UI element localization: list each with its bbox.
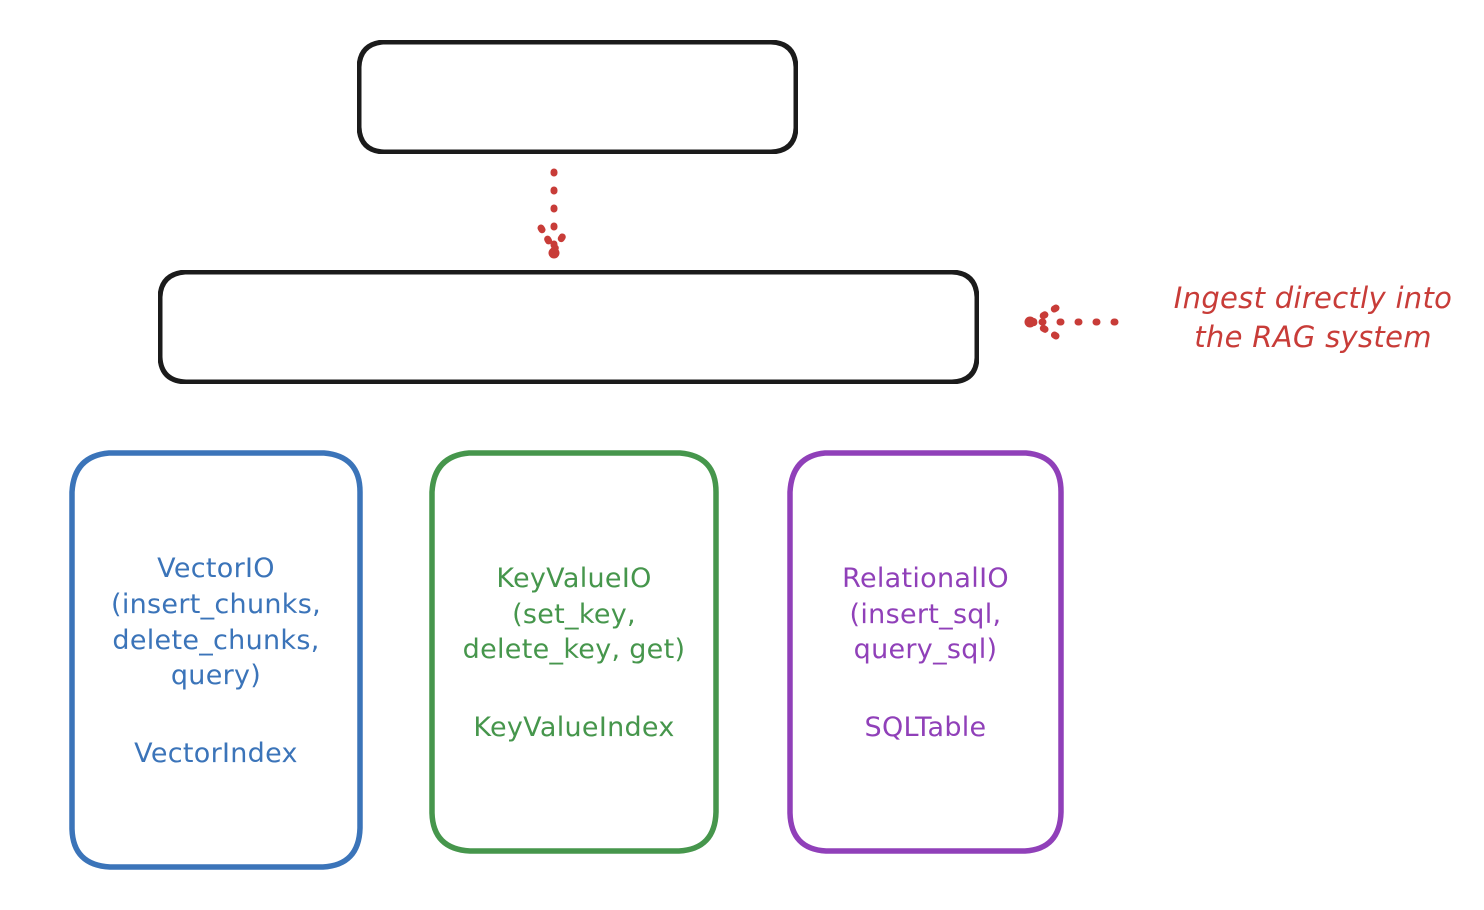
ingest-to-rag-tool-arrow bbox=[1024, 304, 1136, 340]
relational-io-content: RelationalIO (insert_sql, query_sql) SQL… bbox=[787, 561, 1064, 744]
node-vector-io[interactable]: VectorIO (insert_chunks, delete_chunks, … bbox=[69, 450, 363, 870]
key-value-io-content: KeyValueIO (set_key, delete_key, get) Ke… bbox=[429, 561, 719, 744]
node-relational-io[interactable]: RelationalIO (insert_sql, query_sql) SQL… bbox=[787, 450, 1064, 854]
relational-io-subtitle: SQLTable bbox=[864, 712, 987, 744]
rag-tool-label: RAG Tool bbox=[498, 308, 639, 345]
node-agent[interactable]: AGENT bbox=[357, 40, 798, 154]
agent-label: AGENT bbox=[519, 79, 636, 115]
node-rag-tool[interactable]: RAG Tool bbox=[158, 270, 979, 384]
vector-io-content: VectorIO (insert_chunks, delete_chunks, … bbox=[69, 551, 363, 770]
vector-io-title: VectorIO (insert_chunks, delete_chunks, … bbox=[111, 552, 321, 692]
vector-io-subtitle: VectorIndex bbox=[134, 738, 298, 770]
key-value-io-subtitle: KeyValueIndex bbox=[473, 712, 675, 744]
relational-io-title: RelationalIO (insert_sql, query_sql) bbox=[842, 562, 1009, 666]
node-key-value-io[interactable]: KeyValueIO (set_key, delete_key, get) Ke… bbox=[429, 450, 719, 854]
ingest-annotation: Ingest directly into the RAG system bbox=[1173, 281, 1453, 355]
agent-to-rag-tool-arrow bbox=[537, 168, 572, 259]
key-value-io-title: KeyValueIO (set_key, delete_key, get) bbox=[462, 562, 686, 666]
